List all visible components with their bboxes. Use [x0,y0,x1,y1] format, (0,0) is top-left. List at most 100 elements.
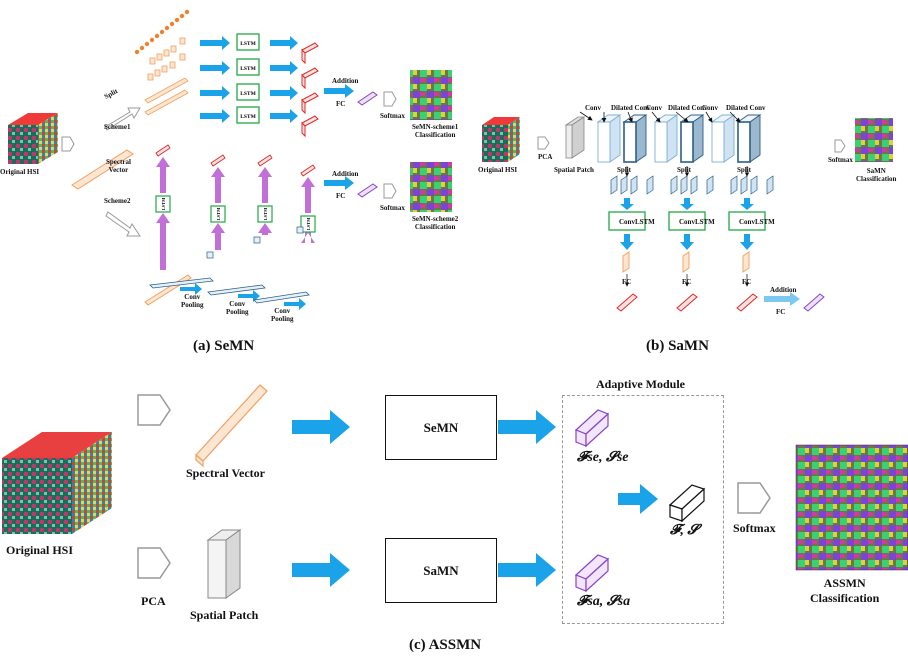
magenta-arrow-low-3 [301,225,315,243]
split-block-2-3 [766,175,774,195]
c-f-se-label: 𝓕se, 𝓢se [577,450,629,465]
down-arrow-2-1 [680,234,694,250]
lstm-text-s2-0: LSTM [161,197,166,211]
c-pca-label: PCA [141,594,166,608]
semn-box: SeMN [385,395,497,460]
a-result1-label: SeMN-scheme1 Classification [412,123,459,139]
down-arrow-2-2 [740,234,754,250]
small-cube-s2-3 [296,226,304,234]
b-pca-label: PCA [538,153,553,161]
blue-arrow-s1-in-0 [200,36,230,50]
lstm-box-s2-0 [155,195,171,213]
split-arrow-icon [104,107,141,131]
chevron-softmax-a2-icon [383,183,397,199]
spatial-patch-c [206,529,242,599]
conv-pointer-6 [729,111,741,123]
purple-vector-b [803,293,825,312]
a-softmax1-label: Softmax [380,112,405,120]
conv-bar-s2-0 [149,277,214,289]
f-fused-vector [668,484,706,523]
semn-scheme1-map [410,70,452,120]
split-block-1-3 [706,175,714,195]
red-output-s2-0 [155,144,171,157]
spatial-patch-b [564,116,586,159]
b-convlstm-label-1: ConvLSTM [619,218,655,226]
conv-bar-s2-1 [207,284,266,296]
split-block-0-0 [610,175,618,195]
lstm-box-s1-3 [236,106,260,124]
b-spatial-patch-label: Spatial Patch [554,166,594,174]
blue-arrow-s1-out-1 [270,61,298,75]
spectral-vector-bar-a [71,149,134,190]
blue-arrow-s1-out-3 [270,109,298,123]
chevron-pca-c-icon [137,547,171,579]
a-softmax2-label: Softmax [380,204,405,212]
conv-front-1 [623,121,637,163]
arrow-samn-out [498,553,556,587]
conv-front-4 [711,121,725,163]
conv-side-4 [723,114,735,163]
red-outputs-scheme1 [301,42,319,138]
a-scheme1-label: Scheme1 [104,123,131,131]
blue-arrow-s1-in-3 [200,109,230,123]
purple-vector-a2 [357,183,378,198]
hsi-cube-c-icon [2,432,112,534]
magenta-arrow-low-2 [258,223,272,235]
conv-pointer-0 [579,111,593,121]
split-block-1-2 [690,175,698,195]
spectral-vector-c [195,384,268,462]
conv-arrow-s2-1 [238,290,260,302]
a-conv-pooling-1: Conv Pooling [181,293,204,309]
chevron-softmax-b-icon [834,139,846,153]
lstm-text-s2-1: LSTM [216,207,221,221]
red-output-s2-1 [210,154,226,167]
b-addition-label: Addition [770,286,797,294]
a-result2-label: SeMN-scheme2 Classification [412,215,459,231]
c-input-label: Original HSI [6,543,74,557]
conv-pointer-4 [675,111,689,123]
conv-pointer-3 [651,111,661,123]
split-block-1-1 [680,175,688,195]
hsi-cube-b-icon [482,117,520,162]
conv-pointer-5 [705,111,713,123]
b-conv-label-2: Conv [646,104,662,112]
a-conv-pooling-2: Conv Pooling [226,300,249,316]
b-dilated-label-3: Dilated Conv [726,104,766,112]
conv-front-2 [654,121,668,163]
small-cube-s2-1 [206,251,214,259]
magenta-arrow-low-1 [211,223,225,250]
b-dilated-label-2: Dilated Conv [668,104,708,112]
split-block-0-2 [630,175,638,195]
b-fc-label-2: FC [682,278,692,286]
b-conv-label-3: Conv [702,104,718,112]
conv-pointer-2 [627,111,633,123]
adaptive-module-frame [562,395,724,624]
chevron-pca-b-icon [537,136,550,150]
magenta-arrow-high-1 [211,167,225,203]
conv-side-1 [635,114,647,163]
orange-feature-1 [682,251,690,273]
conv-side-2 [666,114,678,163]
split-block-2-1 [740,175,748,195]
b-input-label: Original HSI [478,166,518,174]
red-feature-1 [676,293,698,312]
arrow-semn-out [498,410,556,444]
lstm-text-s1-3: LSTM [240,114,256,120]
conv-side-0 [609,114,621,163]
b-conv-label-1: Conv [585,104,601,112]
b-split-label-2: Split [677,166,692,174]
down-arrow-1-1 [680,198,694,210]
arrow-to-fused [618,484,658,514]
b-caption: (b) SaMN [646,338,709,354]
a-caption: (a) SeMN [193,338,255,354]
blue-arrow-s1-in-1 [200,61,230,75]
panel-b-samn [482,111,893,312]
b-fc-label-final: FC [776,308,786,316]
red-output-s2-2 [257,154,273,167]
lstm-text-s1-2: LSTM [240,91,256,97]
magenta-arrow-low-0 [156,213,170,270]
